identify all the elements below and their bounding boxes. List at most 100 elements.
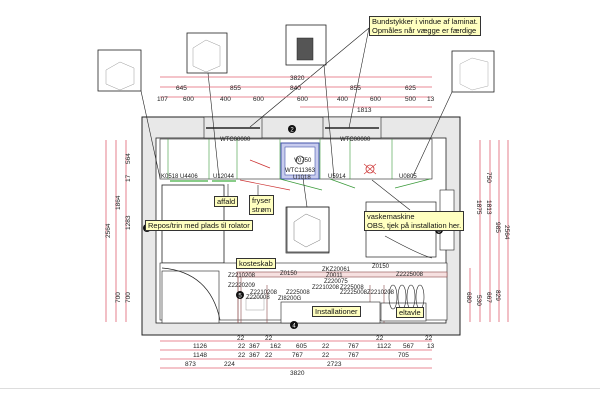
z-label: Z220075 [324,279,348,285]
label-u0805: U0805 [399,174,417,180]
note-repos: Repos/trin med plads til rolator [145,220,253,231]
dim: 625 [405,85,416,92]
dim: 22 [265,335,273,342]
z-label: Z225008 [286,290,310,296]
dim: 224 [224,361,235,368]
note-vaskemaskine: vaskemaskine OBS, tjek på installation h… [364,211,465,231]
label-k0518: K0518 [161,174,179,180]
dim: 700 [115,292,122,303]
thumbnail-tall-unit[interactable] [451,50,495,93]
z-label: ZI8200G [278,296,302,302]
dim-top-total: 3820 [290,75,305,82]
dim: 600 [370,96,381,103]
thumbnails [97,24,495,253]
dim: 767 [348,343,359,350]
dim: 22 [376,335,384,342]
dim: 750 [485,172,492,183]
dims-left [105,140,127,322]
marker-5 [236,291,244,299]
dim: 22 [238,343,246,350]
dim: 855 [230,85,241,92]
dim: 367 [249,352,260,359]
dim: 985 [494,222,501,233]
dim: 1864 [115,195,122,210]
dim: 530 [475,295,482,306]
page-divider [0,388,600,389]
dim: 107 [157,96,168,103]
note-installationer: Installationer [312,306,361,317]
z-label: Z2210208 [228,273,256,279]
z-label: Z2210208 [250,290,278,296]
z-label: Z2225008 [340,290,368,296]
dim: 13 [427,343,435,350]
label-sink-u: U1018 [293,175,311,181]
dim: 873 [185,361,196,368]
cabinet-labels: K0518 U4406 U12044 U5914 U0805 WTC00000 … [161,137,417,181]
dim: 1813 [485,200,492,215]
thumbnail-drawer-unit[interactable] [97,49,142,92]
dim: 400 [220,96,231,103]
dim: 22 [265,352,273,359]
dim: 767 [348,352,359,359]
dim: 840 [290,85,301,92]
label-sink-wtc: WTC11363 [285,168,316,174]
dim: 22 [322,343,330,350]
dim: 22 [237,335,245,342]
dims-right-text: 750 1875 1813 985 680 530 667 829 2564 [465,172,510,306]
dim: 22 [322,352,330,359]
dim: 2564 [503,225,510,240]
dim: 600 [253,96,264,103]
dims-bottom [160,340,432,369]
dims-top-text: 3820 645 855 840 855 625 107 600 400 600… [157,75,435,114]
dim: 367 [249,343,260,350]
z-label: ZKZ20061 [322,267,351,273]
dim: 667 [485,292,492,303]
z-label: Z2210208 [367,290,395,296]
dim: 1126 [193,343,207,350]
note-affald: affald [214,196,239,207]
dim: 13 [427,96,435,103]
z-label: Z2225008 [396,272,424,278]
note-windows: Bundstykker i vindue af laminat. Opmåles… [369,16,481,36]
label-wtc-right: WTC00000 [340,137,371,143]
z-label: Z2210208 [312,285,340,291]
marker-2 [288,125,296,133]
note-leaders [227,177,411,211]
z-label: Z0150 [372,264,390,270]
z-label: Z0150 [280,271,298,277]
z-label: Z220008 [246,295,270,301]
svg-text:2: 2 [290,128,294,134]
dim: 680 [465,292,472,303]
dim: 1148 [193,352,207,359]
dim: 1875 [475,200,482,215]
dim: 605 [296,343,307,350]
dim: 500 [405,96,416,103]
note-fryser: fryser strøm [249,195,275,215]
marker-4 [290,321,298,329]
label-u12044: U12044 [213,174,235,180]
z-label: Z0011 [326,273,343,279]
dim: 600 [183,96,194,103]
dim: 855 [350,85,361,92]
dim: 1813 [357,107,372,114]
z-label: Z2220209 [228,283,256,289]
z-labels: Z2210208 Z0150 ZKZ20061 Z0150 Z0011 Z222… [228,264,424,302]
dim: 22 [238,352,246,359]
dim: 1122 [377,343,391,350]
z-label: Z225008 [340,285,364,291]
svg-text:4: 4 [292,324,296,330]
label-u4406: U4406 [180,174,198,180]
dim: 700 [125,292,132,303]
svg-text:3: 3 [437,229,441,235]
dim: 600 [297,96,308,103]
note-kosteskab: kosteskab [236,258,276,269]
dim: 2564 [105,223,112,238]
note-eltavle: eltavle [396,307,424,318]
label-sink-v: V0750 [294,158,312,164]
thumbnail-freezer[interactable] [286,206,330,253]
dim: 3820 [290,370,305,377]
dims-left-text: 2564 1864 700 564 17 1283 700 [105,153,132,303]
dim: 17 [125,174,132,182]
dims-top [160,76,432,108]
dim: 1283 [125,215,132,230]
